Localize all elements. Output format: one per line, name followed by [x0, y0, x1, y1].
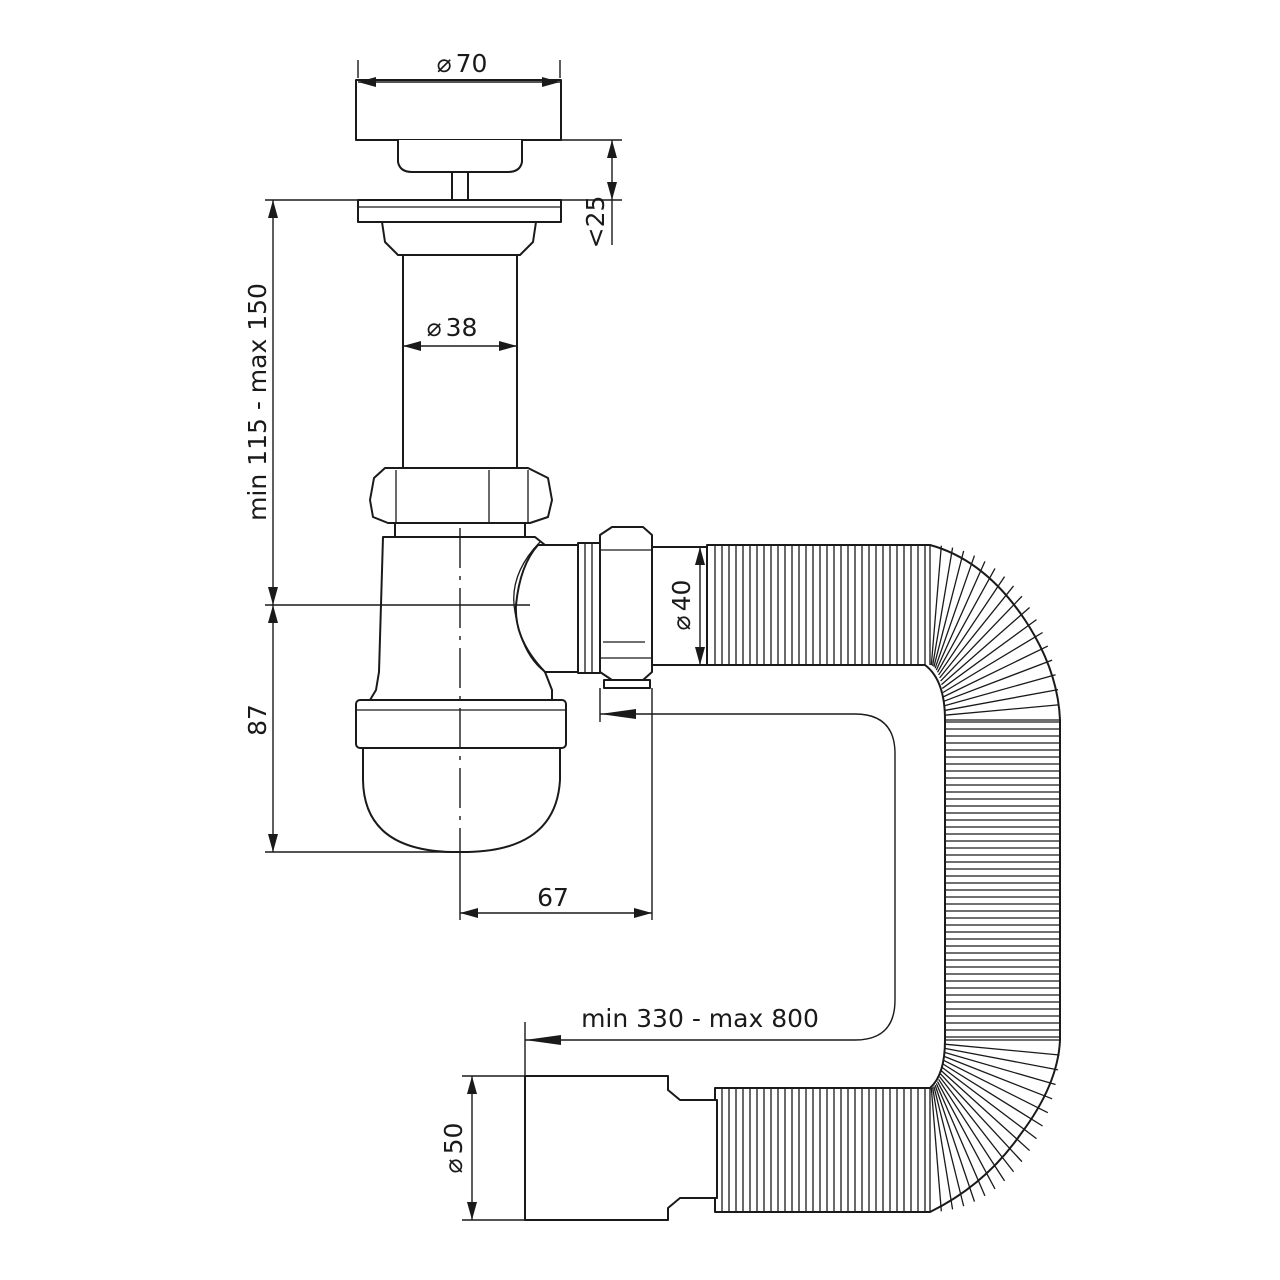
hose-rib — [930, 1087, 942, 1212]
hose-rib — [939, 1076, 1015, 1173]
dim-hose-length: min 330 - max 800 — [524, 688, 896, 1220]
hose-rib — [933, 550, 965, 668]
label-trap-depth: 87 — [243, 704, 272, 736]
hose-rib — [938, 576, 1006, 676]
hose-rib — [935, 561, 986, 671]
hose-rib — [930, 545, 942, 666]
hose-rib — [941, 1067, 1037, 1140]
hose-rib — [944, 1047, 1059, 1071]
hose-corrugations — [714, 545, 1060, 1212]
top-plug — [355, 79, 562, 201]
hose-rib — [940, 1073, 1023, 1163]
dim-outlet-offset: 67 — [459, 688, 653, 920]
bottle-cup — [355, 699, 567, 853]
vertical-pipe — [402, 254, 518, 469]
label-height-range: min 115 - max 150 — [243, 283, 272, 521]
hose-rib — [944, 1043, 1060, 1056]
dim-trap-depth: 87 — [243, 605, 452, 853]
dim-outlet-diameter: ⌀40 — [667, 547, 705, 665]
hose-rib — [941, 607, 1031, 686]
hose-rib — [935, 1083, 986, 1197]
hose-rib — [944, 704, 1060, 716]
label-plug-height: <25 — [581, 196, 610, 249]
hose-rib — [942, 631, 1043, 694]
hose-rib — [943, 645, 1049, 698]
hose-rib — [944, 688, 1059, 712]
dim-plug-height: <25 — [560, 139, 622, 249]
hose-rib — [941, 619, 1037, 689]
flex-hose — [706, 544, 1061, 1213]
label-pipe-diameter: ⌀38 — [427, 313, 478, 342]
label-outlet-offset: 67 — [537, 883, 569, 912]
hose-rib — [943, 659, 1053, 702]
hose-rib — [936, 568, 996, 673]
dim-height-range: min 115 - max 150 — [243, 199, 530, 606]
hose-rib — [934, 555, 976, 669]
hose-rib — [934, 1084, 976, 1202]
sink-flange — [357, 199, 562, 256]
label-outlet-diameter: ⌀40 — [667, 580, 696, 631]
hose-rib — [936, 1081, 996, 1190]
trap-body — [369, 526, 708, 701]
label-hose-end-diameter: ⌀50 — [439, 1123, 468, 1174]
dim-top-diameter: ⌀70 — [357, 49, 561, 87]
coupling-nut — [369, 467, 553, 538]
outlet-pipe — [524, 1075, 718, 1221]
hose-rib — [943, 1055, 1053, 1100]
hose-rib — [933, 1086, 965, 1207]
hose-rib — [938, 1078, 1006, 1182]
hose-rib — [941, 1070, 1031, 1152]
label-hose-length: min 330 - max 800 — [581, 1004, 819, 1033]
hose-rib — [942, 1063, 1043, 1127]
hose-rib — [931, 547, 954, 666]
hose-rib — [943, 1059, 1049, 1114]
dim-pipe-diameter: ⌀38 — [403, 313, 517, 351]
hose-rib — [940, 595, 1023, 682]
label-top-diameter: ⌀70 — [437, 49, 488, 78]
dim-hose-end-diameter: ⌀50 — [439, 1075, 525, 1221]
hose-rib — [931, 1087, 954, 1210]
hose-rib — [944, 674, 1056, 707]
hose-rib — [944, 1051, 1056, 1086]
hose-rib — [939, 585, 1015, 679]
